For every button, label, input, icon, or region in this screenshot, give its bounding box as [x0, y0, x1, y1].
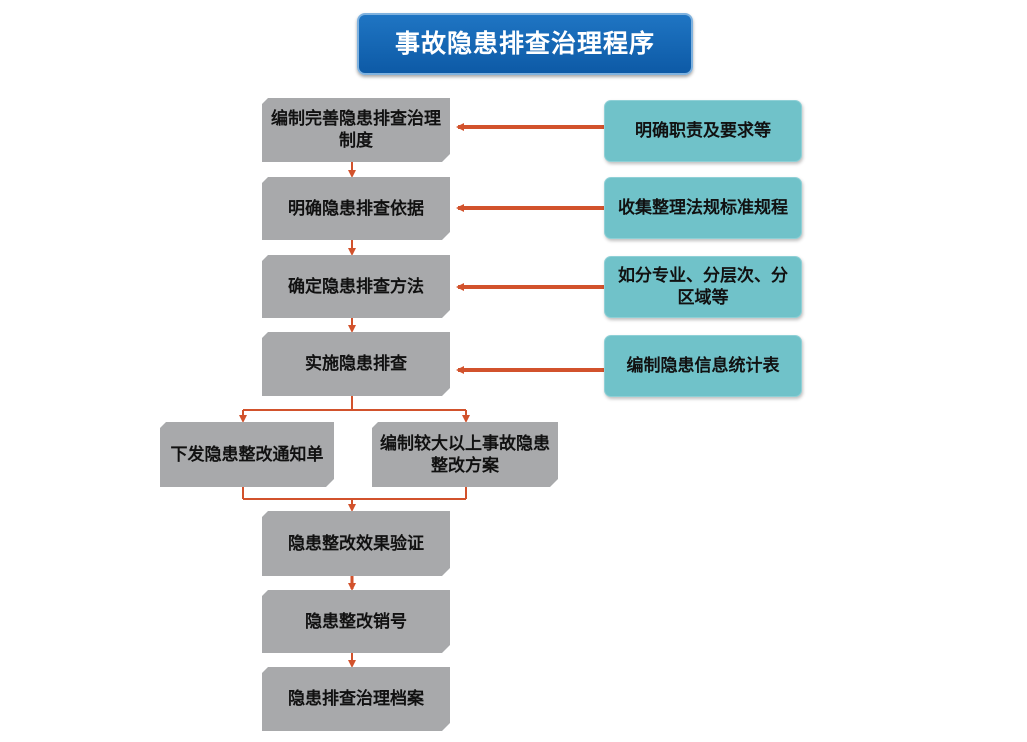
step-close-out: 隐患整改销号	[262, 590, 450, 653]
note-regulations: 收集整理法规标准规程	[604, 177, 802, 239]
diagram-title: 事故隐患排查治理程序	[357, 13, 693, 75]
step-issue-notice: 下发隐患整改通知单	[160, 422, 334, 487]
step-define-basis: 明确隐患排查依据	[262, 177, 450, 240]
step-compile-plan: 编制较大以上事故隐患整改方案	[372, 422, 558, 487]
step-determine-method: 确定隐患排查方法	[262, 255, 450, 318]
step-implement-inspection: 实施隐患排查	[262, 332, 450, 396]
step-compile-system: 编制完善隐患排查治理制度	[262, 98, 450, 162]
step-archive: 隐患排查治理档案	[262, 667, 450, 731]
step-verify-effect: 隐患整改效果验证	[262, 511, 450, 576]
note-responsibilities: 明确职责及要求等	[604, 100, 802, 162]
note-statistics: 编制隐患信息统计表	[604, 335, 802, 397]
note-classification: 如分专业、分层次、分区域等	[604, 256, 802, 318]
